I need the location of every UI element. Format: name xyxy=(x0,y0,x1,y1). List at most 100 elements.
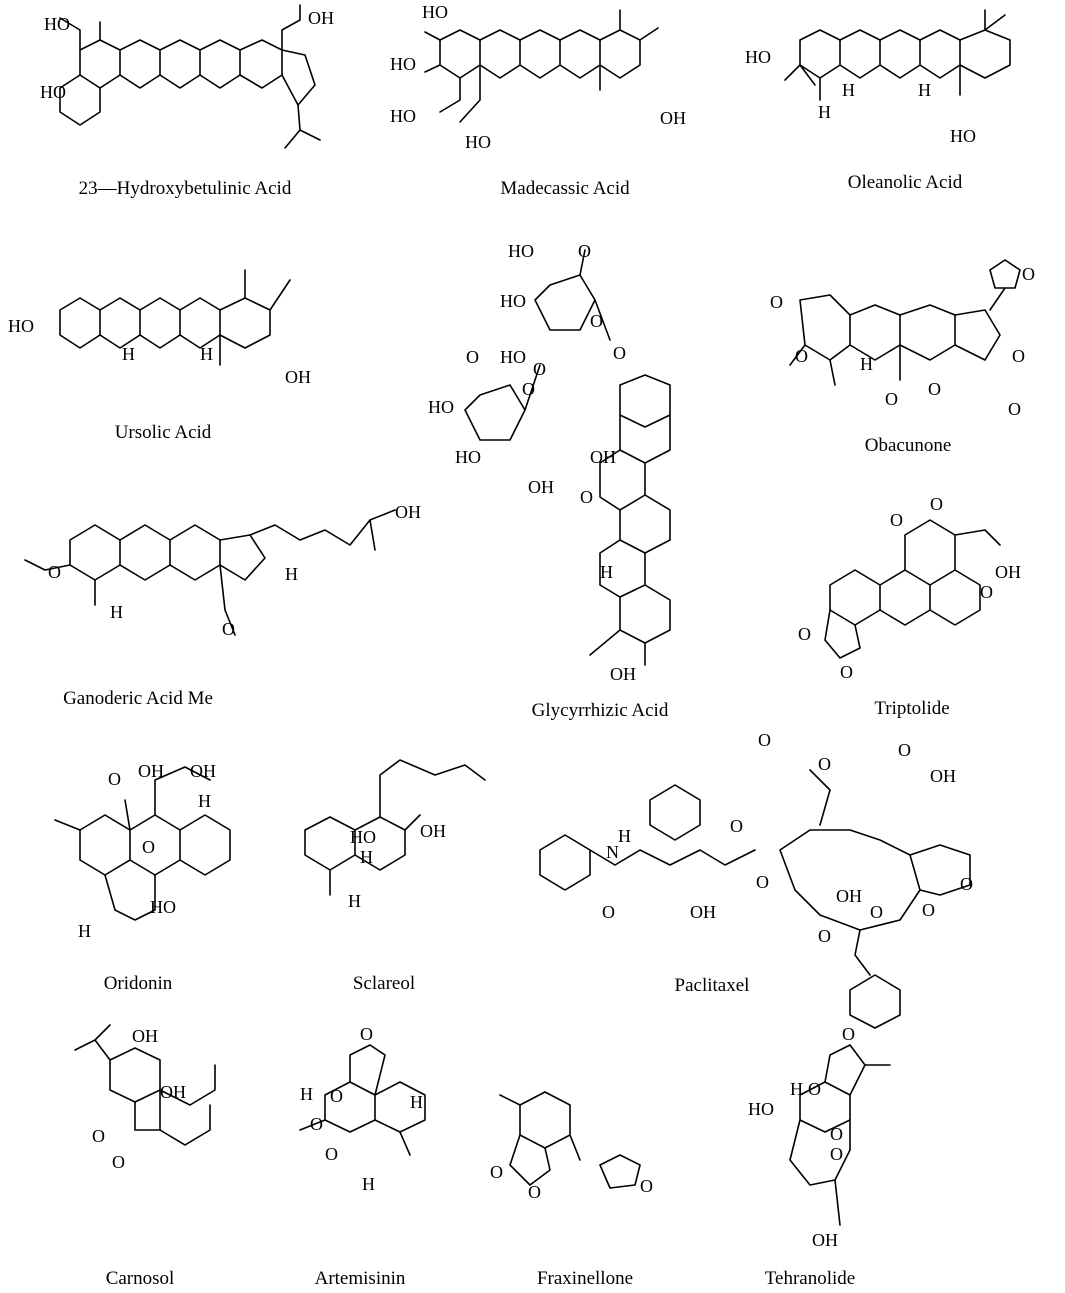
structure-23-hydroxybetulinic-acid: HO HO OH xyxy=(40,4,334,149)
label-o-1: O xyxy=(890,510,903,530)
structure-glycyrrhizic-acid: HO O HO O HO O O HO O O HO OH OH O H OH xyxy=(428,241,671,684)
label-h-1: H xyxy=(842,80,855,100)
label-o-3: O xyxy=(613,343,626,363)
label-ho-2: HO xyxy=(950,126,976,146)
structure-triptolide: O O OH O O O xyxy=(798,494,1021,682)
label-n: N xyxy=(606,842,619,862)
label-oh: OH xyxy=(308,8,334,28)
label-ho-4: HO xyxy=(465,132,491,152)
label-ho-4: HO xyxy=(428,397,454,417)
compound-name: Carnosol xyxy=(105,1268,175,1289)
label-oh-2: OH xyxy=(528,477,554,497)
structure-ursolic-acid: HO H H OH xyxy=(8,269,311,387)
label-o-4: O xyxy=(798,624,811,644)
label-h-2: H xyxy=(348,891,361,911)
label-o-3: O xyxy=(885,389,898,409)
label-o-2: O xyxy=(528,1182,541,1202)
structure-fraxinellone: O O O xyxy=(490,1091,653,1202)
structure-artemisinin: O H O H O O H xyxy=(299,1024,426,1194)
label-oh-1: OH xyxy=(138,761,164,781)
label-o-7: O xyxy=(870,902,883,922)
label-o-1: O xyxy=(92,1126,105,1146)
label-o-2: O xyxy=(330,1086,343,1106)
label-o-9: O xyxy=(922,900,935,920)
compound-obacunone: O O H O O O O O Obacunone xyxy=(760,240,1065,465)
label-o-6: O xyxy=(756,872,769,892)
compound-tehranolide: O H O HO O O OH Tehranolide xyxy=(730,1020,930,1290)
label-h-3: H xyxy=(362,1174,375,1194)
compound-paclitaxel: O O O OH N H O O O OH OH O O O O Paclita… xyxy=(520,730,1060,1029)
label-o-5: O xyxy=(840,662,853,682)
label-ho: HO xyxy=(8,316,34,336)
label-h-1: H xyxy=(360,847,373,867)
compound-name: Artemisinin xyxy=(314,1268,406,1289)
label-h: H xyxy=(600,562,613,582)
label-oh-2: OH xyxy=(690,902,716,922)
structure-paclitaxel: O O O OH N H O O O OH OH O O O O xyxy=(539,730,973,1029)
label-ho-3: HO xyxy=(500,347,526,367)
label-h-1: H xyxy=(110,602,123,622)
label-h-2: H xyxy=(410,1092,423,1112)
compound-name: 23—Hydroxybetulinic Acid xyxy=(78,178,292,199)
label-o-3: O xyxy=(898,740,911,760)
structure-ganoderic-acid-me: O H H O OH xyxy=(24,502,421,639)
compound-name: Ganoderic Acid Me xyxy=(63,688,213,709)
label-h-2: H xyxy=(78,921,91,941)
compound-name: Oleanolic Acid xyxy=(847,172,963,193)
label-oh-3: OH xyxy=(610,664,636,684)
label-ho: HO xyxy=(350,827,376,847)
label-o-2: O xyxy=(142,837,155,857)
compound-name: Obacunone xyxy=(864,435,952,456)
label-h-1: H xyxy=(300,1084,313,1104)
structure-madecassic-acid: HO HO HO HO OH xyxy=(390,2,686,152)
label-ho: HO xyxy=(745,47,771,67)
compound-triptolide: O O OH O O O Triptolide xyxy=(780,480,1065,725)
structure-tehranolide: O H O HO O O OH xyxy=(748,1024,891,1250)
compound-oleanolic-acid: HO H H H HO Oleanolic Acid xyxy=(730,0,1065,230)
label-o-4: O xyxy=(533,359,546,379)
compound-name: Oridonin xyxy=(103,973,173,994)
label-oh-1: OH xyxy=(132,1026,158,1046)
label-oh: OH xyxy=(420,821,446,841)
compound-23-hydroxybetulinic-acid: HO HO OH 23—Hydroxybetulinic Acid xyxy=(0,0,355,230)
label-o-1: O xyxy=(758,730,771,750)
label-oh-3: OH xyxy=(836,886,862,906)
compound-ursolic-acid: HO H H OH Ursolic Acid xyxy=(0,250,340,450)
label-o-2: O xyxy=(112,1152,125,1172)
label-o-6: O xyxy=(1008,399,1021,419)
compound-fraxinellone: O O O Fraxinellone xyxy=(480,1080,690,1290)
label-ho-1: HO xyxy=(44,14,70,34)
compound-oridonin: O OH OH H O H HO Oridonin xyxy=(20,745,290,995)
label-o-2: O xyxy=(930,494,943,514)
compound-name: Madecassic Acid xyxy=(500,178,630,199)
compound-name: Tehranolide xyxy=(764,1268,856,1289)
structure-obacunone: O O H O O O O O xyxy=(770,259,1035,419)
label-h-3: H xyxy=(818,102,831,122)
label-o-1: O xyxy=(490,1162,503,1182)
compound-sclareol: HO OH H H Sclareol xyxy=(290,745,510,995)
label-oh-1: OH xyxy=(590,447,616,467)
compound-carnosol: OH OH O O Carnosol xyxy=(20,1020,250,1290)
structure-oleanolic-acid: HO H H H HO xyxy=(745,9,1011,146)
label-o-1: O xyxy=(578,241,591,261)
label-ho-1: HO xyxy=(422,2,448,22)
label-oh-2: OH xyxy=(160,1082,186,1102)
label-o-5: O xyxy=(1012,346,1025,366)
label-h: H xyxy=(860,354,873,374)
label-oh: OH xyxy=(285,367,311,387)
label-oh: OH xyxy=(995,562,1021,582)
structure-oridonin: O OH OH H O H HO xyxy=(54,761,231,941)
label-h-1: H xyxy=(198,791,211,811)
compound-ganoderic-acid-me: O H H O OH Ganoderic Acid Me xyxy=(0,470,421,715)
label-o-7: O xyxy=(1022,264,1035,284)
compound-glycyrrhizic-acid: HO O HO O HO O O HO O O HO OH OH O H OH … xyxy=(420,235,750,725)
label-oh-1: OH xyxy=(930,766,956,786)
label-o-5: O xyxy=(602,902,615,922)
label-o-1: O xyxy=(48,562,61,582)
label-ho-2: HO xyxy=(40,82,66,102)
label-o-5: O xyxy=(466,347,479,367)
structure-carnosol: OH OH O O xyxy=(74,1024,216,1172)
label-h-2: H xyxy=(285,564,298,584)
label-o-7: O xyxy=(580,487,593,507)
label-ho-3: HO xyxy=(390,106,416,126)
